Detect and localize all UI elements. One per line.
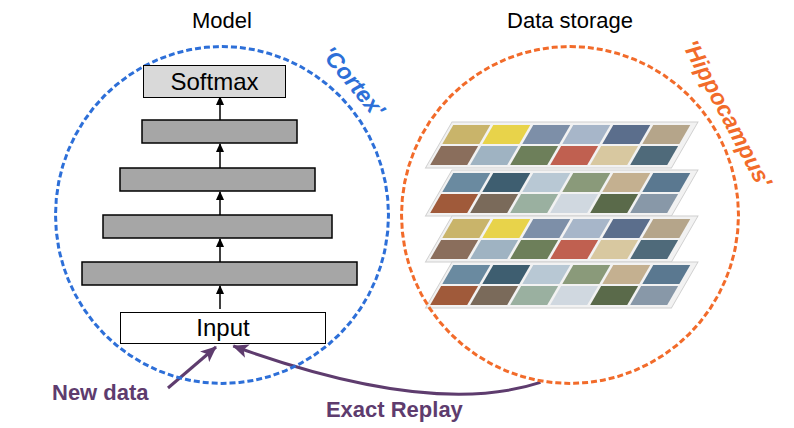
storage-region: Data storage'Hippocampus' bbox=[400, 45, 740, 385]
hidden-layers bbox=[82, 120, 357, 285]
region-heading: Data storage bbox=[507, 8, 633, 34]
edge-label: Exact Replay bbox=[324, 397, 465, 423]
box-label: Input bbox=[196, 314, 249, 342]
input-source-label: New data bbox=[50, 380, 151, 406]
box-label: Softmax bbox=[170, 68, 258, 96]
layer-arrows bbox=[219, 97, 221, 309]
region-tag: 'Hippocampus' bbox=[677, 34, 778, 193]
new-data-arrow bbox=[168, 347, 216, 388]
input-box: Input bbox=[120, 312, 326, 344]
model-region: Model'Cortex'SoftmaxInput bbox=[54, 45, 390, 385]
region-heading: Model bbox=[192, 8, 252, 34]
image-stack bbox=[425, 122, 698, 308]
softmax-box: Softmax bbox=[143, 65, 286, 98]
region-tag: 'Cortex' bbox=[315, 40, 391, 124]
replay-arrow bbox=[233, 346, 540, 394]
